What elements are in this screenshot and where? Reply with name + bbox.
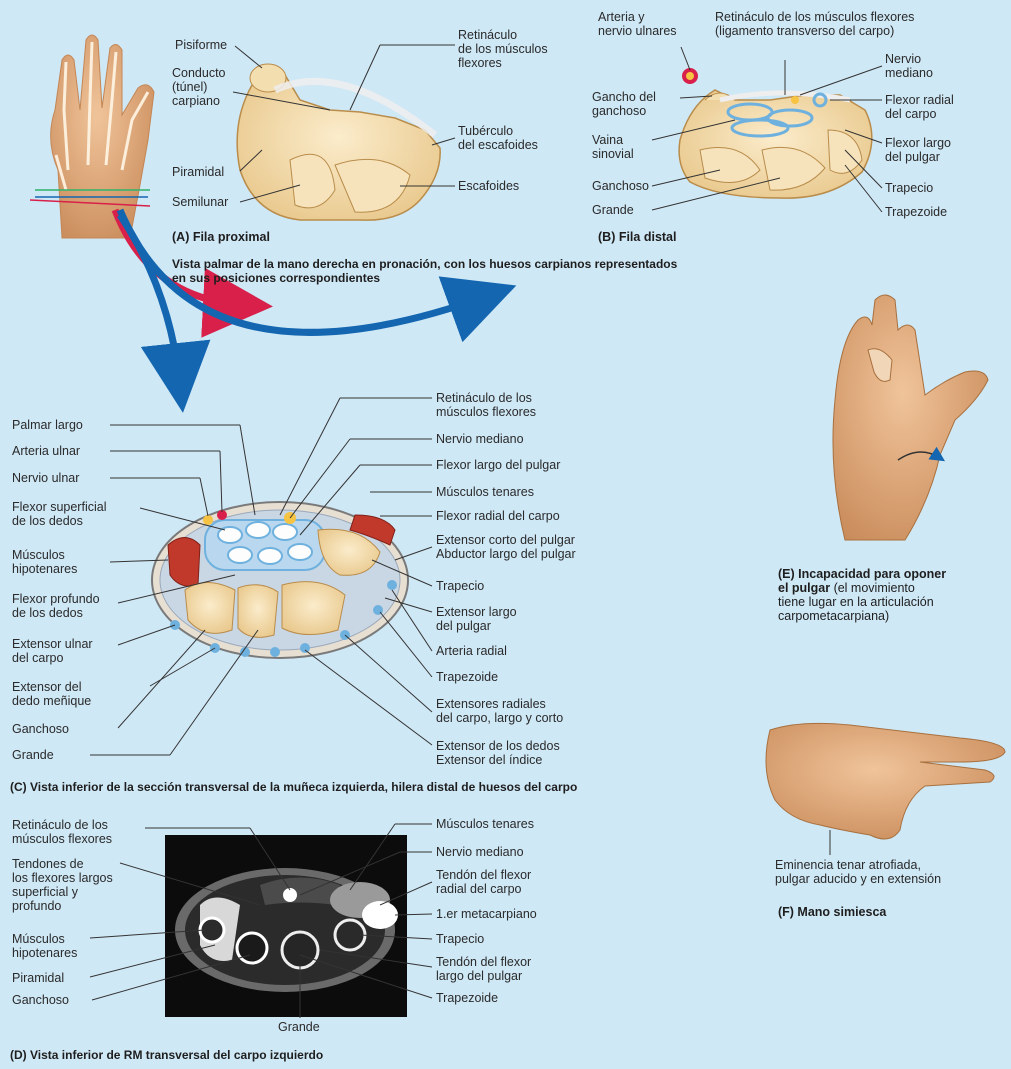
label-extensor-menique: Extensor del dedo meñique <box>12 680 91 708</box>
label-arteria-nervio-ulnares: Arteria y nervio ulnares <box>598 10 677 38</box>
label-flexor-profundo: Flexor profundo de los dedos <box>12 592 100 620</box>
label-grande-d: Grande <box>278 1020 320 1034</box>
label-arteria-radial: Arteria radial <box>436 644 507 658</box>
label-flexor-radial-b: Flexor radial del carpo <box>885 93 954 121</box>
label-palmar-largo: Palmar largo <box>12 418 83 432</box>
label-retinaculo-c: Retináculo de los músculos flexores <box>436 391 536 419</box>
wrist-cross-section-drawing <box>152 502 408 658</box>
label-nervio-mediano-c: Nervio mediano <box>436 432 524 446</box>
label-extensor-ulnar: Extensor ulnar del carpo <box>12 637 93 665</box>
label-extensor-largo-pulgar: Extensor largo del pulgar <box>436 605 517 633</box>
label-tuberculo-escafoides: Tubérculo del escafoides <box>458 124 538 152</box>
label-conducto-carpiano: Conducto (túnel) carpiano <box>172 66 226 108</box>
label-piramidal-a: Piramidal <box>172 165 224 179</box>
hand-opposition-drawing <box>833 295 988 540</box>
simian-hand-drawing <box>766 723 1005 855</box>
label-musculos-tenares-d: Músculos tenares <box>436 817 534 831</box>
label-gancho-ganchoso: Gancho del ganchoso <box>592 90 656 118</box>
label-semilunar: Semilunar <box>172 195 228 209</box>
label-flexor-largo-b: Flexor largo del pulgar <box>885 136 951 164</box>
caption-panel-e: (E) Incapacidad para oponer el pulgar (e… <box>778 567 1008 623</box>
label-hipotenares-c: Músculos hipotenares <box>12 548 77 576</box>
proximal-row-drawing <box>237 64 440 220</box>
label-grande-c: Grande <box>12 748 54 762</box>
label-retinaculo-a: Retináculo de los músculos flexores <box>458 28 548 70</box>
caption-panel-c: (C) Vista inferior de la sección transve… <box>10 780 577 794</box>
label-tendon-flexor-largo: Tendón del flexor largo del pulgar <box>436 955 531 983</box>
label-trapezoide-b: Trapezoide <box>885 205 947 219</box>
label-retinaculo-d: Retináculo de los músculos flexores <box>12 818 112 846</box>
label-extensores-radiales: Extensores radiales del carpo, largo y c… <box>436 697 563 725</box>
label-flexor-radial-c: Flexor radial del carpo <box>436 509 560 523</box>
label-ganchoso-b: Ganchoso <box>592 179 649 193</box>
label-flexor-largo-pulgar-c: Flexor largo del pulgar <box>436 458 560 472</box>
label-arteria-ulnar: Arteria ulnar <box>12 444 80 458</box>
label-trapecio-c: Trapecio <box>436 579 484 593</box>
label-trapezoide-d: Trapezoide <box>436 991 498 1005</box>
label-hipotenares-d: Músculos hipotenares <box>12 932 77 960</box>
label-ganchoso-d: Ganchoso <box>12 993 69 1007</box>
label-vaina-sinovial: Vaina sinovial <box>592 133 634 161</box>
caption-panel-b: (B) Fila distal <box>598 230 676 244</box>
label-ganchoso-c: Ganchoso <box>12 722 69 736</box>
label-escafoides: Escafoides <box>458 179 519 193</box>
label-pisiforme: Pisiforme <box>175 38 227 52</box>
label-tendon-flexor-radial: Tendón del flexor radial del carpo <box>436 868 531 896</box>
label-musculos-tenares-c: Músculos tenares <box>436 485 534 499</box>
label-piramidal-d: Piramidal <box>12 971 64 985</box>
distal-row-drawing <box>679 68 872 198</box>
label-grande-b: Grande <box>592 203 634 217</box>
label-nervio-mediano-d: Nervio mediano <box>436 845 524 859</box>
caption-panel-a: (A) Fila proximal <box>172 230 270 244</box>
caption-panel-d: (D) Vista inferior de RM transversal del… <box>10 1048 323 1062</box>
label-nervio-ulnar: Nervio ulnar <box>12 471 79 485</box>
label-eminencia-tenar: Eminencia tenar atrofiada, pulgar aducid… <box>775 858 941 886</box>
overview-caption: Vista palmar de la mano derecha en prona… <box>172 257 677 285</box>
hand-skeleton-drawing <box>30 35 154 238</box>
label-extensor-corto-abductor: Extensor corto del pulgar Abductor largo… <box>436 533 576 561</box>
label-trapecio-d: Trapecio <box>436 932 484 946</box>
label-trapezoide-c: Trapezoide <box>436 670 498 684</box>
label-nervio-mediano-b: Nervio mediano <box>885 52 933 80</box>
label-trapecio-b: Trapecio <box>885 181 933 195</box>
label-tendones-flexores: Tendones de los flexores largos superfic… <box>12 857 113 913</box>
label-primer-metacarpiano: 1.er metacarpiano <box>436 907 537 921</box>
label-flexor-superficial: Flexor superficial de los dedos <box>12 500 106 528</box>
mri-image <box>165 835 407 1017</box>
label-retinaculo-b: Retináculo de los músculos flexores (lig… <box>715 10 914 38</box>
caption-panel-f: (F) Mano simiesca <box>778 905 886 919</box>
label-extensor-dedos-indice: Extensor de los dedos Extensor del índic… <box>436 739 560 767</box>
